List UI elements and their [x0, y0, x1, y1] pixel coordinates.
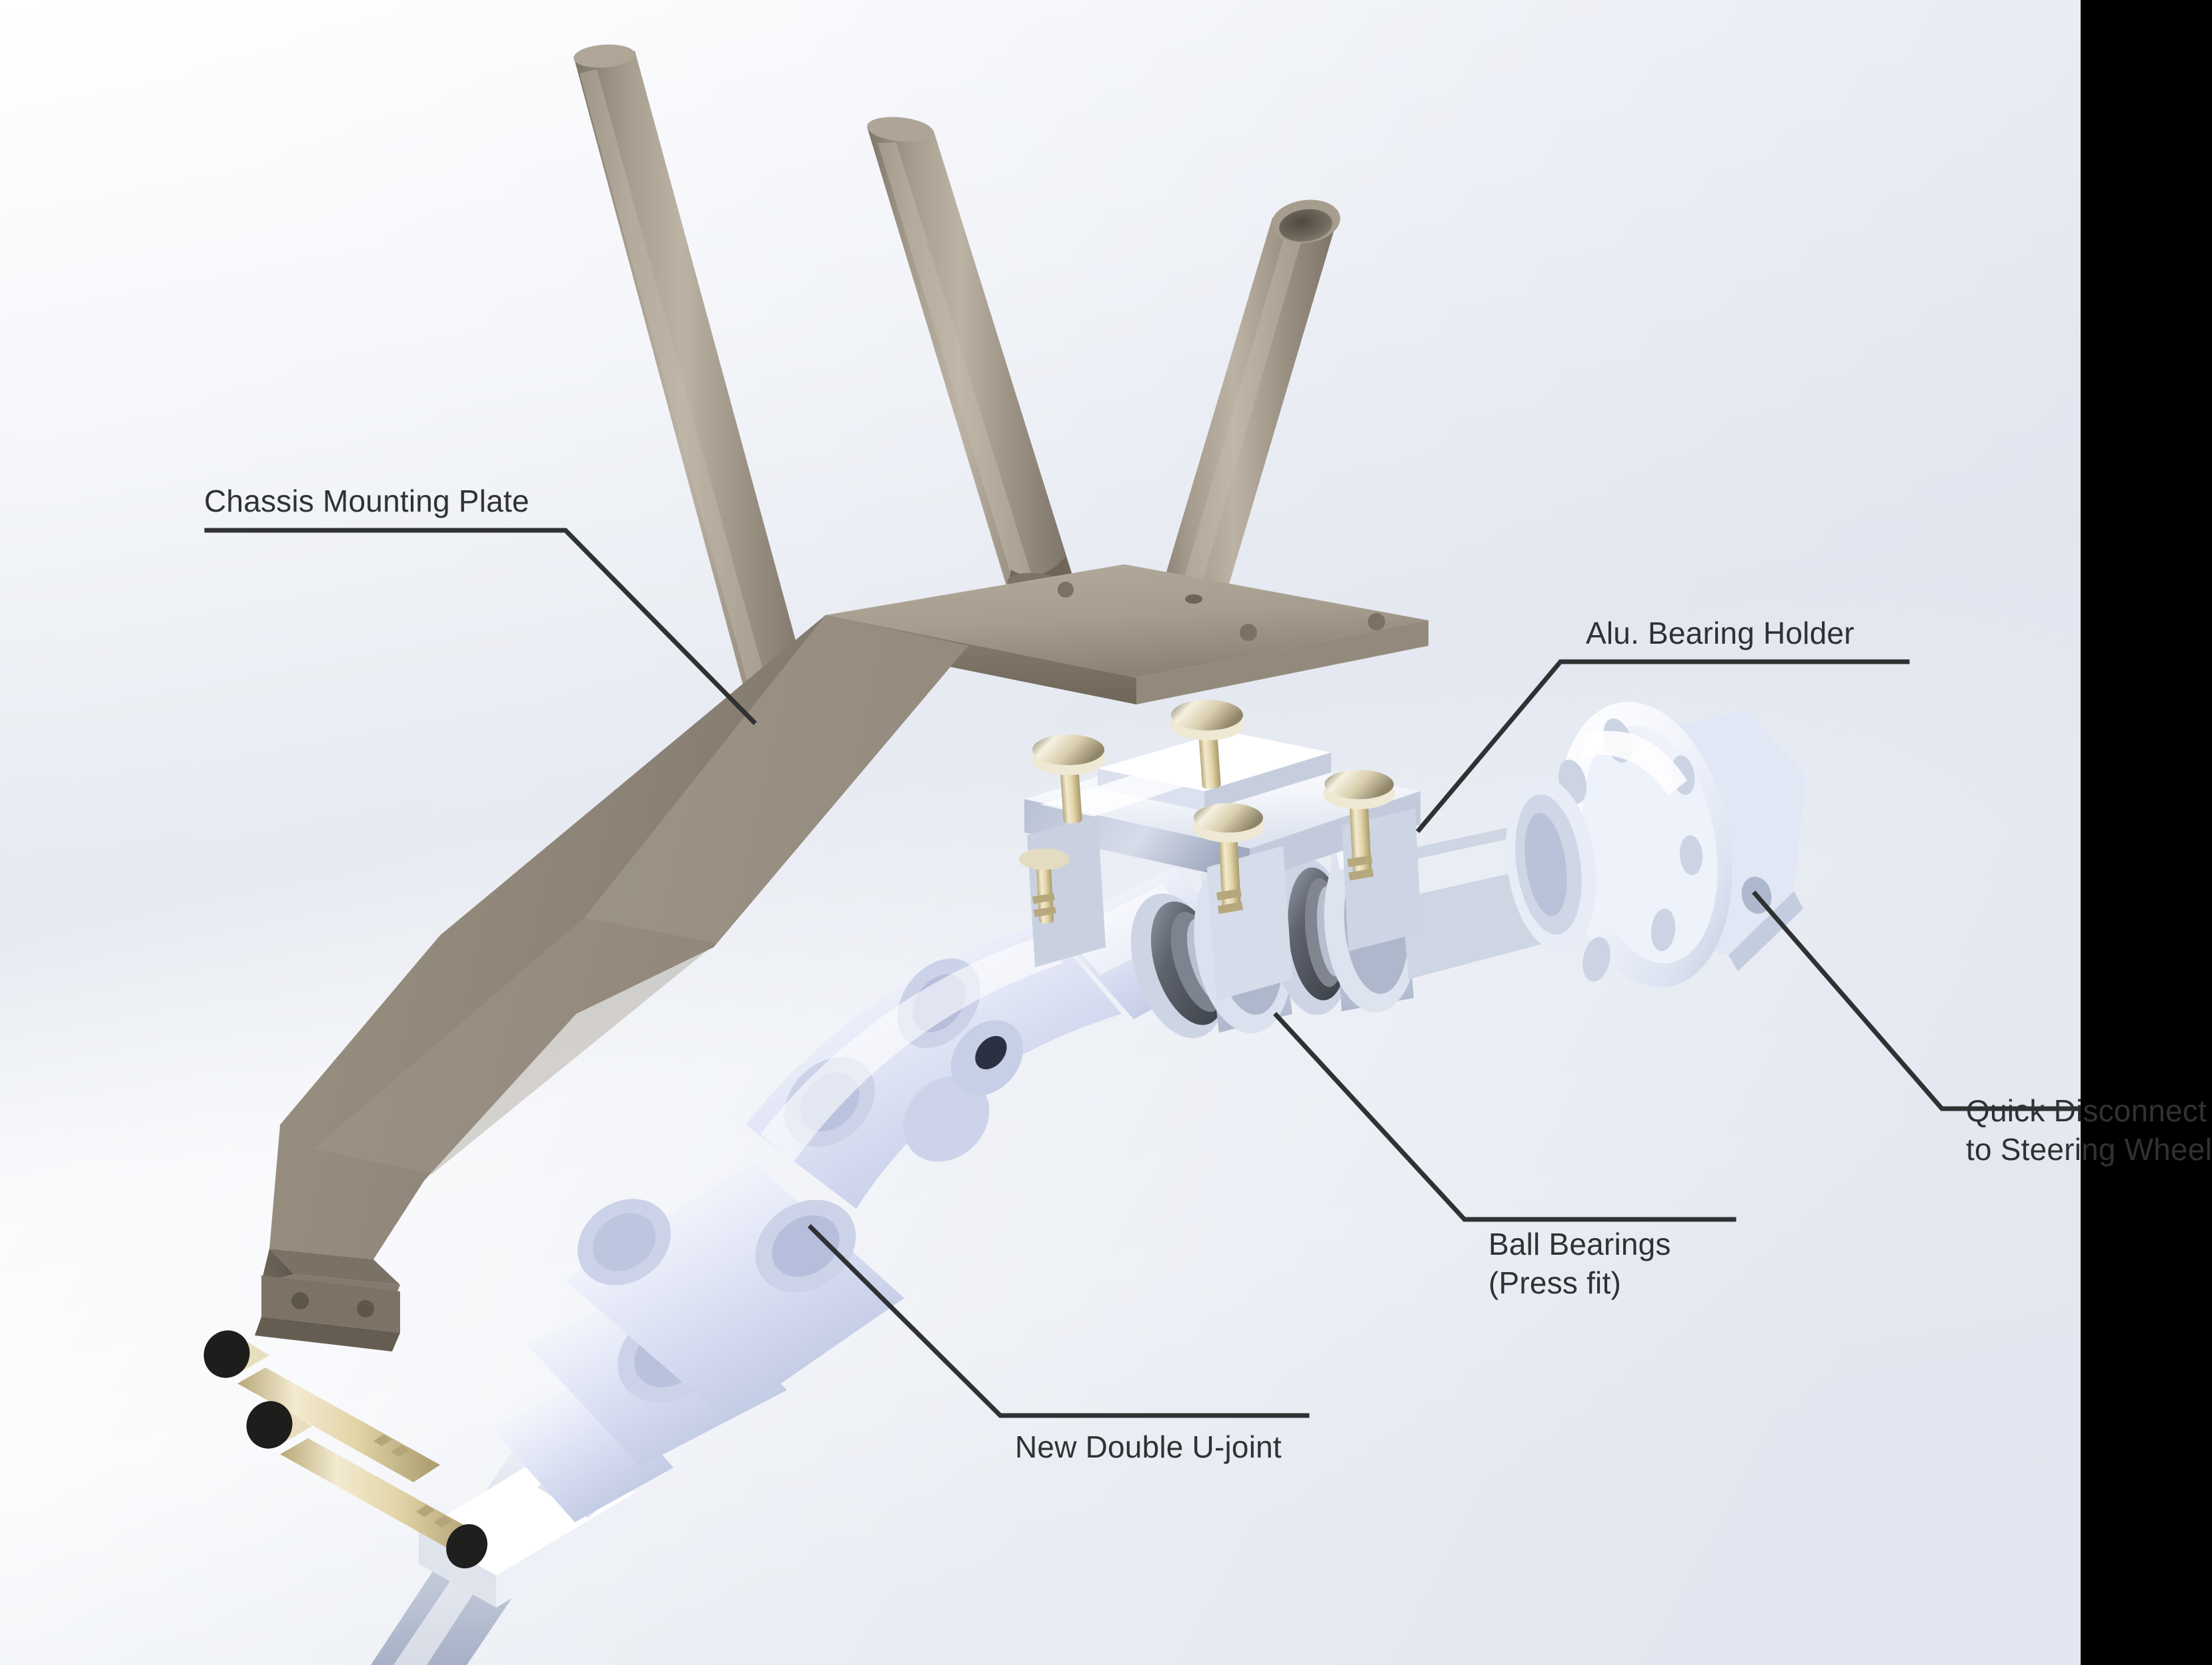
bolt-head: [1032, 734, 1104, 765]
label-quick-disconnect-to-steering-wheel: Quick Disconnect to Steering Wheel: [1966, 1091, 2212, 1169]
holder-bolt-1: [1031, 734, 1106, 824]
leader-ball-bearings: [1273, 1012, 1737, 1222]
flange-hole: [1650, 909, 1676, 951]
label-ball-bearings: Ball Bearings (Press fit): [1488, 1225, 1671, 1302]
bearing-holder-block: [1024, 731, 1422, 1001]
quick-disconnect-hub: [1506, 702, 1806, 987]
bolt-head: [1171, 700, 1243, 730]
chassis-tube-left: [574, 44, 815, 722]
bolt-head: [1194, 803, 1263, 832]
bolt-head: [1324, 770, 1394, 799]
right-edge-black-band: [2081, 0, 2212, 1665]
chassis-tube-mid: [867, 117, 1074, 601]
label-alu-bearing-holder: Alu. Bearing Holder: [1586, 616, 1855, 650]
holder-bolt-5: [1019, 849, 1070, 924]
label-ball-bearings-line2: (Press fit): [1488, 1265, 1621, 1300]
leader-chassis-mounting-plate: [204, 528, 757, 725]
bracket-hole: [357, 1300, 374, 1317]
plate-hole: [1240, 624, 1257, 641]
collar-pinch-bolts: [203, 1330, 487, 1569]
label-quick-disconnect-line2: to Steering Wheel: [1966, 1132, 2212, 1167]
label-new-double-u-joint: New Double U-joint: [1015, 1430, 1282, 1464]
bolt-head: [203, 1330, 250, 1378]
label-chassis-mounting-plate: Chassis Mounting Plate: [204, 484, 529, 518]
plate-hole: [1185, 594, 1202, 604]
tube-bore: [1279, 209, 1332, 242]
holder-bolt-3: [1192, 803, 1264, 914]
bolt-head: [246, 1401, 293, 1449]
leader-new-double-u-joint: [808, 1224, 1310, 1418]
plate-hole: [1368, 613, 1385, 630]
chassis-tube-right: [1148, 199, 1340, 640]
holder-bolt-2: [1170, 700, 1244, 789]
holder-bolt-4: [1323, 770, 1395, 881]
label-ball-bearings-line1: Ball Bearings: [1488, 1227, 1671, 1261]
label-quick-disconnect-line1: Quick Disconnect: [1966, 1093, 2207, 1128]
flange-hole: [1679, 835, 1703, 875]
plate-hole: [1058, 582, 1074, 598]
leader-alu-bearing-holder: [1416, 659, 1910, 833]
bracket-arm: [255, 615, 968, 1351]
pinch-bolt-upper: [203, 1330, 440, 1482]
bracket-hole: [291, 1292, 309, 1309]
pinch-bolt-lower: [246, 1401, 487, 1569]
flange-hole: [1582, 937, 1610, 982]
